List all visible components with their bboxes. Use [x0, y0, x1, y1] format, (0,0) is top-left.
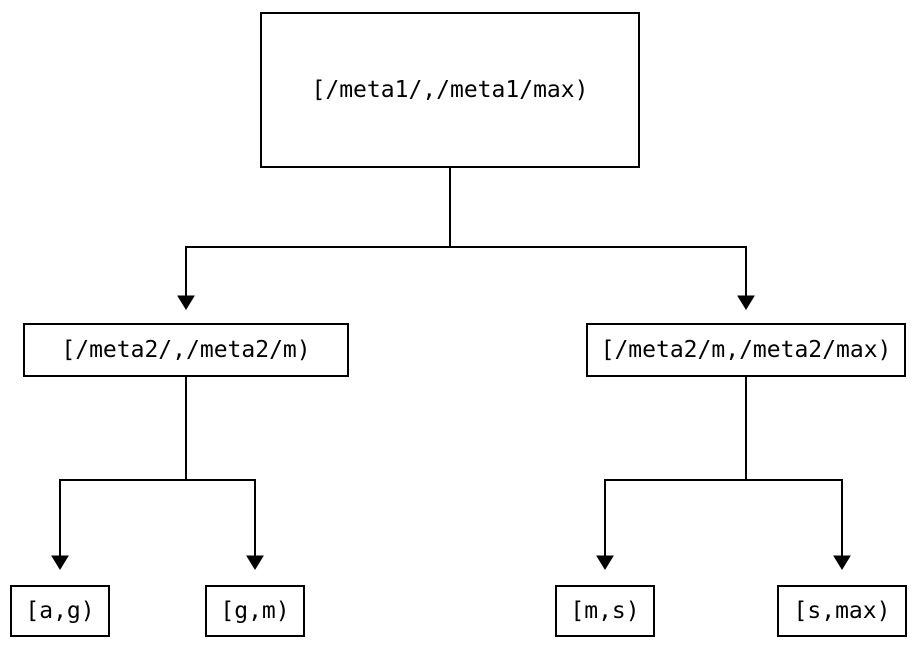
edge-right-leaf3: [596, 377, 747, 570]
node-leaf-m-s: [m,s): [555, 585, 655, 637]
node-meta2-upper-interval: [/meta2/m,/meta2/max): [586, 323, 906, 377]
arrowhead-down-icon: [51, 555, 69, 570]
arrowhead-down-icon: [833, 555, 851, 570]
node-root-interval: [/meta1/,/meta1/max): [260, 12, 640, 168]
arrowhead-down-icon: [246, 555, 264, 570]
edge-left-leaf2: [185, 377, 264, 570]
node-leaf-s-max: [s,max): [777, 585, 907, 637]
edge-root-left: [177, 168, 451, 310]
arrowhead-down-icon: [737, 295, 755, 310]
node-meta2-lower-interval: [/meta2/,/meta2/m): [23, 323, 349, 377]
arrowhead-down-icon: [596, 555, 614, 570]
arrowhead-down-icon: [177, 295, 195, 310]
edge-left-leaf1: [51, 377, 187, 570]
node-leaf-g-m: [g,m): [205, 585, 305, 637]
edge-right-leaf4: [745, 377, 851, 570]
edge-root-right: [449, 168, 755, 310]
node-leaf-a-g: [a,g): [10, 585, 110, 637]
